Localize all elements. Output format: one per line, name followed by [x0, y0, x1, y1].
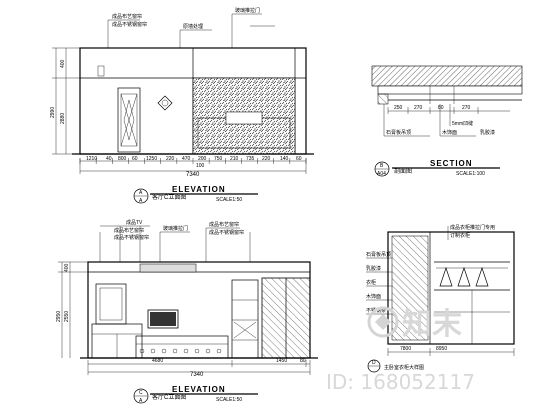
upper-dim-b14: 60: [296, 156, 302, 162]
upper-dim-b11: 735: [246, 156, 255, 162]
wardrobe-note-2: 订制衣柜: [450, 232, 470, 239]
upper-door: [117, 87, 141, 153]
section-scale: SCALE1:100: [456, 171, 485, 177]
lower-title: ELEVATION: [172, 385, 226, 394]
upper-name: 客厅C立面图: [152, 193, 186, 201]
upper-dim-b12: 220: [262, 156, 271, 162]
wardrobe-note-5: 衣柜: [366, 279, 376, 286]
section-detail: 250 270 80 270 5mm凹缝 石膏板吊顶 木饰面 乳胶漆 B A04…: [371, 65, 523, 177]
upper-title-block: A A 客厅C立面图 ELEVATION SCALE1:50: [133, 185, 258, 204]
upper-dim-left-1: 400: [60, 59, 66, 68]
lower-note-3: 成品不锈钢窗帘: [114, 234, 149, 241]
lower-note-2: 成品布艺窗帘: [114, 227, 144, 234]
upper-scale: SCALE1:50: [216, 197, 242, 203]
section-dim-1: 250: [394, 105, 403, 111]
watermark-logo-icon: [367, 306, 399, 338]
wardrobe-note-3: 石膏板吊顶: [366, 251, 391, 258]
lower-left-dims: 400 2950 2550: [56, 261, 88, 358]
upper-dim-b3: 800: [118, 156, 127, 162]
upper-dim-total: 7340: [186, 172, 200, 178]
section-note-2: 木饰面: [442, 129, 457, 136]
wardrobe-name: 主卧室衣柜大样图: [384, 364, 424, 371]
upper-dim-b2: 40: [106, 156, 112, 162]
wardrobe-detail: 成品衣柜推拉门专用 订制衣柜 石膏板吊顶 乳胶漆 衣柜 木饰面 不锈钢条 780…: [366, 224, 515, 373]
upper-notes: 成品布艺窗帘 成品不锈钢窗帘 原墙处理 玻璃推拉门: [107, 7, 275, 48]
upper-note-4: 玻璃推拉门: [235, 7, 260, 14]
lower-notes: 成品TV 成品布艺窗帘 成品不锈钢窗帘 玻璃推拉门 成品布艺窗帘 成品不锈钢窗帘: [99, 219, 251, 262]
lower-note-4: 玻璃推拉门: [163, 225, 188, 232]
upper-dim-b1: 1210: [86, 156, 97, 162]
tv-console: [135, 309, 229, 359]
lower-dim-b2: 1450: [276, 358, 287, 364]
upper-title: ELEVATION: [172, 185, 226, 194]
upper-dim-b10: 210: [230, 156, 239, 162]
wardrobe-note-4: 乳胶漆: [366, 265, 381, 272]
lower-scale: SCALE1:50: [216, 397, 242, 403]
lower-bottom-dims: 4680 1450 80 7340: [87, 358, 311, 378]
wardrobe-note-1: 成品衣柜推拉门专用: [450, 224, 495, 231]
upper-dim-b9: 750: [214, 156, 223, 162]
lower-num: C: [139, 390, 143, 396]
upper-dim-b13: 140: [280, 156, 289, 162]
lower-note-6: 成品不锈钢窗帘: [209, 229, 244, 236]
upper-dim-b5: 1250: [146, 156, 157, 162]
upper-elevation: 成品布艺窗帘 成品不锈钢窗帘 原墙处理 玻璃推拉门: [50, 7, 314, 204]
section-name: 剖面图: [394, 167, 412, 175]
section-dim-3: 80: [438, 105, 444, 111]
watermark-brand: 知末: [402, 307, 462, 342]
lower-name: 客厅C立面图: [152, 393, 186, 401]
upper-note-2: 成品不锈钢窗帘: [112, 21, 147, 28]
upper-note-3: 原墙处理: [183, 23, 203, 30]
lower-elevation: 成品TV 成品布艺窗帘 成品不锈钢窗帘 玻璃推拉门 成品布艺窗帘 成品不锈钢窗帘: [56, 219, 318, 404]
lower-note-5: 成品布艺窗帘: [209, 221, 239, 228]
upper-dim-left-2: 2990: [50, 107, 56, 118]
wardrobe-frame: [387, 231, 515, 345]
section-title: SECTION: [430, 159, 473, 168]
lower-dim-left-3: 2550: [64, 311, 70, 322]
lower-title-block: C A 客厅C立面图 ELEVATION SCALE1:50: [133, 385, 258, 404]
section-note-3: 乳胶漆: [480, 129, 495, 136]
hanging-clothes: [436, 266, 508, 287]
wall-decor: [97, 65, 173, 111]
section-note-1: 石膏板吊顶: [386, 129, 411, 136]
lower-dim-b3: 80: [300, 358, 306, 364]
lower-dim-left-2: 2950: [56, 311, 62, 322]
upper-dim-mid: 100: [196, 163, 205, 169]
wardrobe-num: D: [372, 360, 376, 366]
upper-dim-b4: 60: [132, 156, 138, 162]
section-dim-2: 270: [414, 105, 423, 111]
wardrobe-note-6: 木饰面: [366, 293, 381, 300]
upper-dim-b8: 200: [198, 156, 207, 162]
watermark: 知末 ID: 168052117: [326, 306, 475, 394]
lower-shelf: [231, 279, 259, 359]
lower-left-cabinet: [91, 283, 143, 359]
wardrobe-dim-2: 8950: [436, 346, 447, 352]
wardrobe-dim-1: 7800: [400, 346, 411, 352]
upper-dim-left-3: 2880: [60, 113, 66, 124]
upper-sheet: A: [139, 198, 143, 204]
lower-sheet: A: [139, 398, 143, 404]
section-dim-4: 270: [462, 105, 471, 111]
upper-num: A: [139, 190, 143, 196]
section-callout: 5mm凹缝: [452, 120, 473, 127]
lower-dim-left-1: 400: [64, 263, 70, 272]
lower-dim-total: 7340: [190, 372, 204, 378]
section-sheet: A04: [377, 171, 386, 177]
section-num: B: [380, 163, 384, 169]
watermark-id: ID: 168052117: [326, 370, 475, 394]
upper-note-1: 成品布艺窗帘: [112, 13, 142, 20]
wardrobe-notes: 成品衣柜推拉门专用 订制衣柜 石膏板吊顶 乳胶漆 衣柜 木饰面 不锈钢条: [366, 224, 495, 315]
upper-dim-b6: 220: [166, 156, 175, 162]
lower-note-1: 成品TV: [126, 219, 143, 226]
upper-dim-b7: 470: [182, 156, 191, 162]
upper-bottom-dims: 1210 40 800 60 1250 220 470 200 750 210 …: [79, 156, 307, 178]
lower-dim-b1: 4680: [152, 358, 163, 364]
upper-left-dims: 400 2990 2880: [50, 47, 80, 155]
section-slab: [371, 65, 523, 87]
